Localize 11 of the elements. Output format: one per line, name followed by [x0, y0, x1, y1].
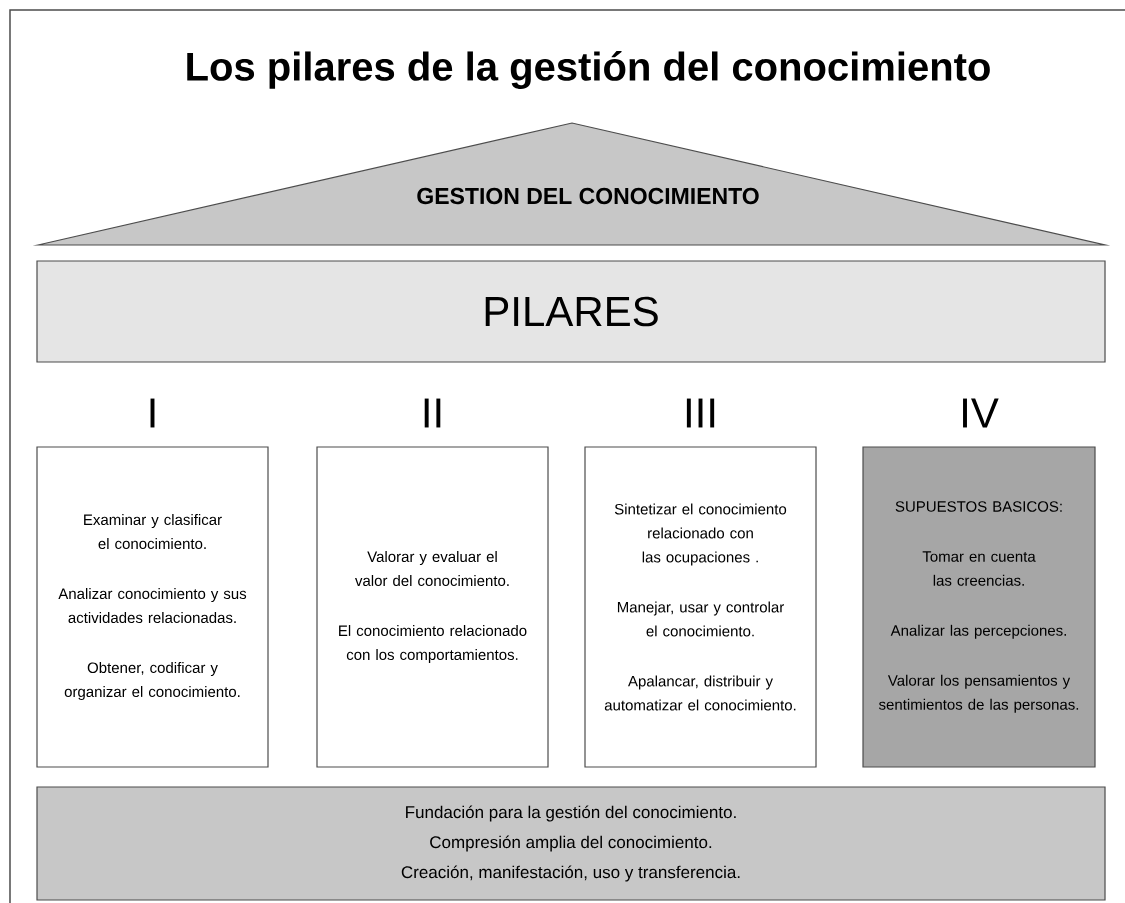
roman-numeral: IV [963, 398, 999, 428]
title: Los pilares de la gestión del conocimiento [187, 51, 990, 89]
pillar-box: Valorar y evaluar el valor del conocimiento. El conocimiento relacionado con los comportamientos. [316, 446, 549, 768]
heading-band: PILARES [36, 260, 1106, 363]
pillar-box: SUPUESTOS BASICOS: Tomar en cuenta las creencias. Analizar las percepciones. Valorar los pensamientos y sentimientos de las personas. [862, 446, 1096, 768]
pillar-box: Examinar y clasificar el conocimiento. Analizar conocimiento y sus actividades relacionadas. Obtener, codificar y organizar el conocimiento. [36, 446, 269, 768]
foundation-box: Fundación para la gestión del conocimiento. Compresión amplia del conocimiento. Creación, manifestación, uso y transferencia. [36, 786, 1106, 901]
roman-numeral: II [424, 398, 441, 428]
roman-numeral: I [150, 398, 155, 428]
pillar-box: Sintetizar el conocimiento relacionado con las ocupaciones . Manejar, usar y controlar el conocimiento. Apalancar, distribuir y automatizar el conocimiento. [584, 446, 817, 768]
roman-numeral: III [686, 398, 715, 428]
